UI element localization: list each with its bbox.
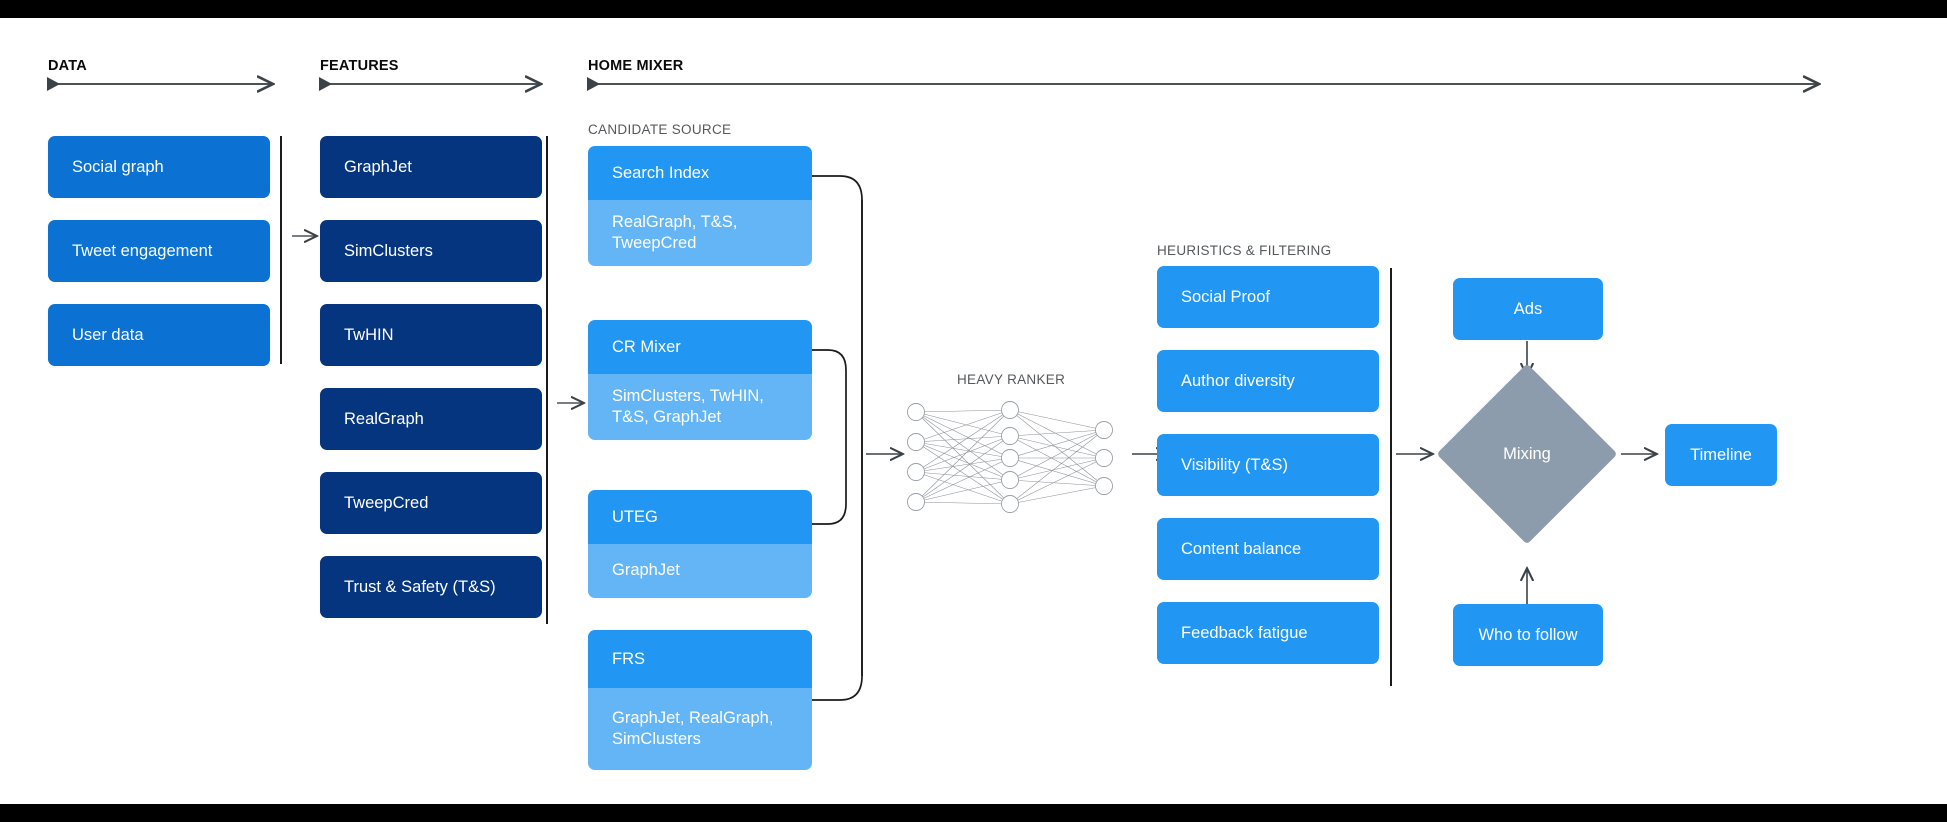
heuristic-box-label: Visibility (T&S) (1181, 455, 1288, 474)
feature-box-realgraph[interactable]: RealGraph (320, 388, 542, 450)
candidate-source-name: Search Index (612, 163, 710, 182)
candidate-source-body: GraphJet, RealGraph, SimClusters (588, 688, 812, 770)
divider-heuristics-output (1390, 268, 1392, 686)
feature-box-label: TweepCred (344, 493, 429, 512)
letterbox-top (0, 0, 1947, 18)
candidate-source-body: GraphJet (588, 544, 812, 598)
divider-data-features (280, 136, 282, 364)
heuristic-box-content-balance[interactable]: Content balance (1157, 518, 1379, 580)
section-header-home-mixer: HOME MIXER (588, 58, 684, 74)
feature-box-twhin[interactable]: TwHIN (320, 304, 542, 366)
heuristic-box-feedback-fatigue[interactable]: Feedback fatigue (1157, 602, 1379, 664)
output-box-timeline[interactable]: Timeline (1665, 424, 1777, 486)
mixing-label: Mixing (1503, 444, 1551, 463)
divider-features-home-mixer (546, 136, 548, 624)
section-header-features: FEATURES (320, 58, 399, 74)
candidate-source-card-frs[interactable]: FRS GraphJet, RealGraph, SimClusters (588, 630, 812, 770)
heuristic-box-author-diversity[interactable]: Author diversity (1157, 350, 1379, 412)
subsection-header-heuristics: HEURISTICS & FILTERING (1157, 243, 1332, 258)
candidate-source-name: CR Mixer (612, 337, 681, 356)
subsection-header-heavy-ranker: HEAVY RANKER (957, 372, 1066, 387)
mixing-node[interactable]: Mixing (1436, 363, 1618, 545)
feature-box-label: Trust & Safety (T&S) (344, 577, 496, 596)
section-header-data: DATA (48, 58, 87, 74)
heavy-ranker-neural-net (907, 401, 1113, 513)
candidate-source-header: CR Mixer (588, 320, 812, 374)
candidate-source-features: GraphJet, RealGraph, SimClusters (612, 708, 774, 748)
data-box-label: Social graph (72, 157, 164, 176)
candidate-source-body: RealGraph, T&S, TweepCred (588, 200, 812, 266)
feature-box-label: SimClusters (344, 241, 433, 260)
data-box-label: User data (72, 325, 144, 344)
output-box-ads[interactable]: Ads (1453, 278, 1603, 340)
candidate-source-name: FRS (612, 649, 645, 668)
heuristic-box-label: Feedback fatigue (1181, 623, 1308, 642)
feature-box-trust-safety[interactable]: Trust & Safety (T&S) (320, 556, 542, 618)
output-box-label: Ads (1513, 299, 1543, 318)
feature-box-tweepcred[interactable]: TweepCred (320, 472, 542, 534)
candidate-source-card-search-index[interactable]: Search Index RealGraph, T&S, TweepCred (588, 146, 812, 266)
candidate-source-body: SimClusters, TwHIN, T&S, GraphJet (588, 374, 812, 440)
candidate-source-name: UTEG (612, 507, 658, 526)
heuristic-box-label: Author diversity (1181, 371, 1295, 390)
candidate-source-features: RealGraph, T&S, TweepCred (612, 212, 738, 252)
feature-box-label: TwHIN (344, 325, 394, 344)
feature-box-simclusters[interactable]: SimClusters (320, 220, 542, 282)
data-box-label: Tweet engagement (72, 241, 213, 260)
output-box-label: Timeline (1690, 445, 1752, 464)
data-box-social-graph[interactable]: Social graph (48, 136, 270, 198)
output-box-label: Who to follow (1478, 625, 1578, 644)
heuristic-box-label: Social Proof (1181, 287, 1270, 306)
heuristic-box-social-proof[interactable]: Social Proof (1157, 266, 1379, 328)
subsection-header-candidate-source: CANDIDATE SOURCE (588, 122, 732, 137)
candidate-source-header: Search Index (588, 146, 812, 200)
feature-box-graphjet[interactable]: GraphJet (320, 136, 542, 198)
data-box-user-data[interactable]: User data (48, 304, 270, 366)
candidate-source-card-uteg[interactable]: UTEG GraphJet (588, 490, 812, 598)
candidate-source-header: UTEG (588, 490, 812, 544)
candidate-source-card-cr-mixer[interactable]: CR Mixer SimClusters, TwHIN, T&S, GraphJ… (588, 320, 812, 440)
heuristic-box-label: Content balance (1181, 539, 1302, 558)
feature-box-label: GraphJet (344, 157, 412, 176)
heuristic-box-visibility[interactable]: Visibility (T&S) (1157, 434, 1379, 496)
candidate-source-header: FRS (588, 630, 812, 688)
data-box-tweet-engagement[interactable]: Tweet engagement (48, 220, 270, 282)
diagram-canvas: DATA FEATURES HOME MIXER CANDIDATE SOURC… (0, 18, 1947, 804)
feature-box-label: RealGraph (344, 409, 424, 428)
output-box-who-to-follow[interactable]: Who to follow (1453, 604, 1603, 666)
letterbox-bottom (0, 804, 1947, 822)
candidate-source-features: SimClusters, TwHIN, T&S, GraphJet (612, 386, 764, 426)
candidate-source-features: GraphJet (612, 561, 680, 580)
